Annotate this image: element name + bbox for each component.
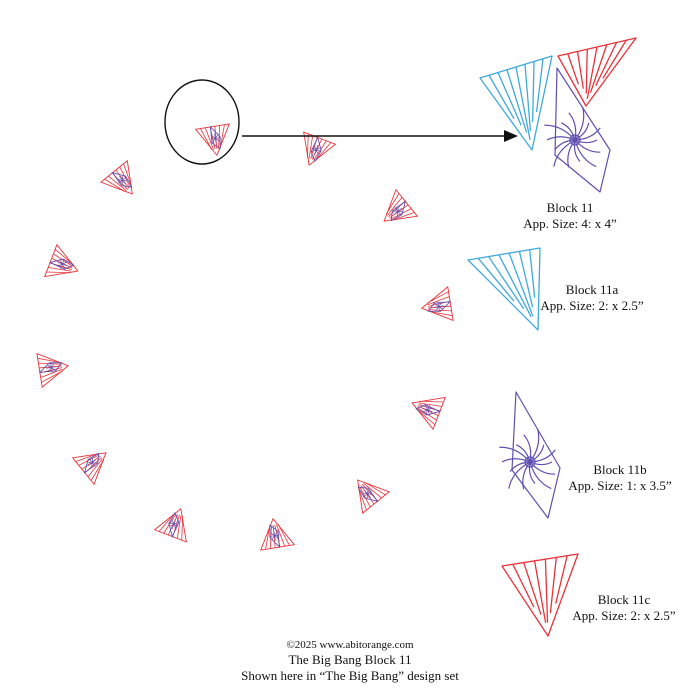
block-11b-name: Block 11b bbox=[593, 462, 647, 477]
block-11-figure bbox=[479, 37, 637, 193]
block-11a-figure bbox=[467, 247, 541, 331]
block-11c-figure bbox=[501, 553, 579, 637]
ring-block-burst bbox=[415, 404, 442, 416]
ring-block bbox=[420, 286, 454, 322]
ring-block-burst bbox=[83, 452, 100, 474]
ring-block bbox=[44, 243, 79, 278]
footer-copyright: ©2025 www.abitorange.com bbox=[286, 639, 414, 651]
block-11-name: Block 11 bbox=[546, 200, 594, 215]
ring-block-burst bbox=[48, 258, 75, 270]
ring-block-burst bbox=[390, 200, 407, 222]
block-11a-blue-wedge bbox=[467, 247, 541, 331]
block-11a-name: Block 11a bbox=[565, 282, 619, 297]
block-11-size: App. Size: 4: x 4” bbox=[523, 216, 617, 231]
block-ring bbox=[36, 123, 454, 551]
ring-block bbox=[357, 479, 391, 515]
pointer-arrow bbox=[242, 130, 518, 142]
footer: ©2025 www.abitorange.com The Big Bang Bl… bbox=[0, 638, 700, 684]
ring-block bbox=[99, 159, 133, 195]
ring-block-burst bbox=[269, 524, 281, 549]
block-11-label: Block 11 App. Size: 4: x 4” bbox=[510, 200, 630, 232]
block-11c-size: App. Size: 2: x 2.5” bbox=[572, 608, 676, 623]
ring-block bbox=[71, 452, 107, 486]
highlight-circle bbox=[164, 79, 240, 165]
block-11b-figure bbox=[499, 391, 561, 519]
ring-block bbox=[411, 396, 446, 431]
block-11b-label: Block 11b App. Size: 1: x 3.5” bbox=[560, 462, 680, 494]
ring-block-burst bbox=[310, 136, 322, 163]
footer-title: The Big Bang Block 11 bbox=[288, 652, 412, 667]
block-11a-size: App. Size: 2: x 2.5” bbox=[540, 298, 644, 313]
block-11c-red-wedge bbox=[501, 553, 579, 637]
ring-block bbox=[194, 123, 230, 157]
block-11b-size: App. Size: 1: x 3.5” bbox=[568, 478, 672, 493]
block-11a-label: Block 11a App. Size: 2: x 2.5” bbox=[532, 282, 652, 314]
ring-block-burst bbox=[427, 301, 452, 312]
block-11c-label: Block 11c App. Size: 2: x 2.5” bbox=[562, 592, 686, 624]
ring-block-burst bbox=[209, 125, 221, 150]
ring-block-burst bbox=[168, 511, 180, 538]
ring-block bbox=[153, 507, 187, 543]
block-11-red-wedge bbox=[557, 37, 637, 107]
block-11c-name: Block 11c bbox=[597, 592, 651, 607]
ring-block bbox=[36, 352, 70, 388]
block-11-purple-burst bbox=[544, 67, 611, 193]
ring-block-burst bbox=[111, 171, 133, 188]
footer-subtitle: Shown here in “The Big Bang” design set bbox=[241, 668, 459, 683]
block-11-blue-wedge bbox=[479, 55, 553, 151]
ring-block-burst bbox=[38, 362, 63, 373]
ring-block bbox=[260, 517, 296, 551]
ring-block-burst bbox=[357, 486, 379, 503]
ring-block bbox=[303, 131, 337, 167]
ring-block bbox=[383, 188, 419, 222]
block-11b-purple-burst bbox=[499, 391, 561, 519]
